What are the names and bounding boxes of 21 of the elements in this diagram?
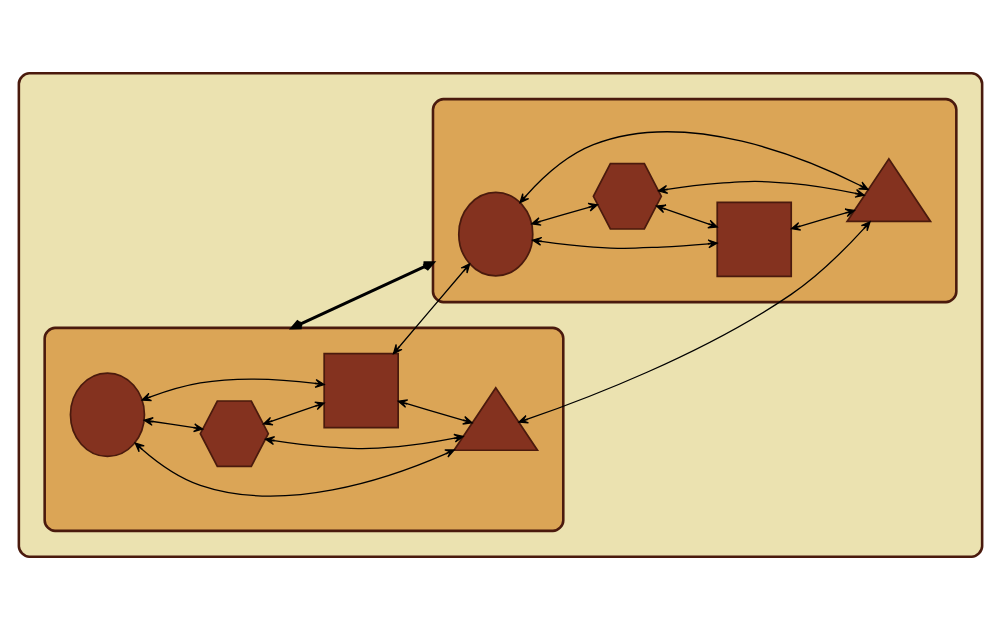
arrow: [531, 202, 599, 226]
arrow: [392, 262, 471, 354]
node-hexagon: [199, 399, 270, 467]
arrow: [134, 441, 455, 497]
node-hexagon: [592, 162, 663, 230]
arrow: [790, 207, 856, 231]
cluster: [431, 97, 958, 303]
arrow: [143, 416, 204, 432]
arrow: [264, 433, 464, 449]
arrow: [518, 220, 871, 424]
arrow: [531, 236, 718, 249]
cluster: [17, 71, 984, 558]
arrow: [141, 378, 325, 401]
arrow: [657, 180, 865, 198]
arrow: [397, 398, 473, 425]
node-box: [716, 200, 793, 277]
arrow: [262, 401, 325, 425]
node-box: [323, 352, 399, 429]
cluster: [43, 326, 565, 532]
arrow: [655, 204, 718, 228]
arrow: [519, 130, 869, 203]
